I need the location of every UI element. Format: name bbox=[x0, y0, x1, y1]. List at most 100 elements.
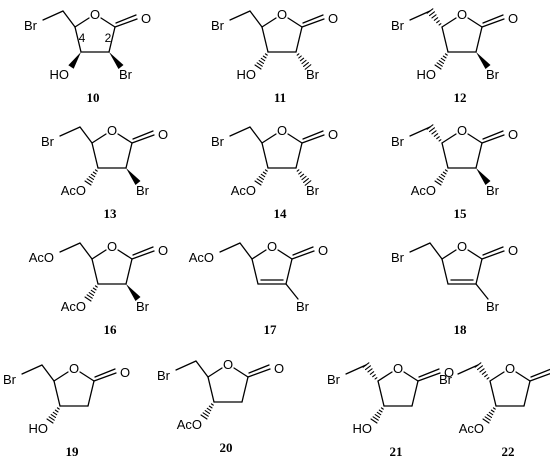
compound-number: 15 bbox=[454, 206, 468, 221]
carbonyl-oxygen-label: O bbox=[508, 127, 518, 142]
c5-substituent-label: Br bbox=[327, 372, 341, 387]
c3-substituent-bond-stroke bbox=[303, 178, 309, 183]
c4-substituent-bond-stroke bbox=[256, 62, 263, 67]
ring-oxygen-label: O bbox=[223, 357, 233, 372]
c5-substituent-label: Br bbox=[391, 134, 405, 149]
ring-bond bbox=[207, 376, 215, 403]
c3-substituent-label: Br bbox=[119, 67, 133, 82]
c5-side-chain-bond bbox=[79, 126, 93, 144]
carbonyl-bond bbox=[529, 373, 550, 382]
ring-bond bbox=[467, 17, 483, 28]
carbonyl-bond-inner bbox=[292, 246, 314, 256]
compound-number: 17 bbox=[264, 322, 278, 337]
c4-substituent-bond-stroke bbox=[378, 409, 383, 413]
c5-substituent-bond bbox=[345, 364, 367, 375]
c3-substituent-bond-stroke bbox=[299, 57, 305, 62]
c4-substituent-bond-stroke bbox=[260, 173, 266, 178]
compound-number: 13 bbox=[104, 206, 118, 221]
carbonyl-bond-inner bbox=[94, 368, 116, 378]
c4-substituent-bond-stroke bbox=[206, 407, 212, 412]
carbonyl-oxygen-label: O bbox=[141, 11, 151, 26]
c3-substituent-label: Br bbox=[306, 67, 320, 82]
carbonyl-bond bbox=[131, 134, 155, 144]
ring-bond bbox=[261, 142, 269, 169]
ring-bond bbox=[295, 26, 303, 53]
ring-bond bbox=[261, 26, 269, 53]
c4-substituent-bond-stroke bbox=[84, 296, 92, 302]
ring-bond bbox=[287, 133, 303, 144]
c3-substituent-bond-stroke bbox=[299, 173, 305, 178]
ring-bond bbox=[241, 376, 249, 403]
c4-substituent-bond-stroke bbox=[254, 180, 262, 186]
ring-bond bbox=[467, 133, 483, 144]
c4-substituent-bond-stroke bbox=[258, 60, 265, 64]
compound-number: 21 bbox=[390, 444, 403, 459]
ring-bond bbox=[475, 26, 483, 53]
ring-oxygen-label: O bbox=[457, 123, 467, 138]
carbonyl-oxygen-label: O bbox=[328, 127, 338, 142]
carbonyl-bond bbox=[291, 250, 315, 260]
c3-substituent-bond bbox=[109, 52, 124, 69]
carbonyl-oxygen-label: O bbox=[120, 365, 130, 380]
c4-substituent-bond-stroke bbox=[200, 414, 208, 420]
c4-substituent-bond-stroke bbox=[264, 169, 268, 172]
compound-number: 16 bbox=[104, 322, 118, 337]
c4-substituent-bond bbox=[434, 53, 448, 70]
ring-bond bbox=[87, 380, 95, 407]
c4-substituent-bond-stroke bbox=[94, 285, 98, 288]
ring-bond bbox=[117, 249, 133, 260]
c5-substituent-bond bbox=[409, 242, 431, 253]
compound-number: 19 bbox=[66, 444, 80, 459]
c4-substituent-bond-stroke bbox=[254, 64, 262, 70]
ring-bond bbox=[277, 249, 293, 260]
c5-side-chain-bond-stroke bbox=[481, 371, 487, 375]
c4-substituent-bond-stroke bbox=[482, 418, 490, 424]
c4-substituent-bond-stroke bbox=[436, 62, 443, 67]
ring-bond bbox=[91, 258, 99, 285]
ring-bond bbox=[441, 26, 449, 53]
c3-substituent-label: Br bbox=[306, 183, 320, 198]
c4-substituent-label: AcO bbox=[61, 299, 86, 314]
c3-substituent-bond-stroke bbox=[301, 175, 307, 181]
c4-substituent-bond-stroke bbox=[262, 55, 267, 59]
c4-substituent-bond bbox=[84, 285, 98, 302]
c4-substituent-bond-stroke bbox=[260, 57, 266, 62]
c5-side-chain-bond bbox=[249, 10, 263, 28]
c4-substituent-bond-stroke bbox=[490, 409, 495, 413]
ring-bond bbox=[441, 142, 449, 169]
carbonyl-bond bbox=[301, 18, 325, 28]
carbonyl-bond bbox=[301, 134, 325, 144]
c5-substituent-label: Br bbox=[41, 134, 55, 149]
ring-bond bbox=[79, 371, 95, 382]
c4-substituent-bond-stroke bbox=[86, 294, 93, 299]
ring-bond bbox=[53, 371, 69, 382]
ring-bond bbox=[233, 367, 249, 378]
c5-substituent-label: Br bbox=[391, 18, 405, 33]
ring-bond bbox=[74, 26, 82, 53]
c3-substituent-bond-stroke bbox=[296, 169, 300, 172]
c5-substituent-bond bbox=[21, 364, 43, 375]
ring-bond bbox=[441, 249, 457, 260]
c4-substituent-bond-stroke bbox=[488, 411, 494, 416]
compound-number: 22 bbox=[502, 444, 515, 459]
c5-substituent-bond bbox=[229, 126, 251, 137]
c5-side-chain-bond bbox=[79, 242, 93, 260]
c4-substituent-bond bbox=[84, 169, 98, 186]
c4-substituent-bond-stroke bbox=[440, 57, 446, 62]
c4-substituent-bond-stroke bbox=[444, 169, 448, 172]
c4-substituent-bond-stroke bbox=[90, 289, 96, 294]
carbonyl-bond bbox=[93, 372, 117, 382]
carbonyl-bond-inner bbox=[248, 364, 270, 374]
c4-substituent-bond bbox=[254, 53, 268, 70]
c5-side-chain-bond-stroke bbox=[436, 136, 440, 140]
c4-substituent-bond-stroke bbox=[94, 169, 98, 172]
compound-number: 12 bbox=[454, 90, 467, 105]
c5-substituent-bond bbox=[42, 10, 64, 21]
c3-substituent-bond bbox=[475, 283, 489, 300]
ring-bond bbox=[91, 133, 107, 144]
